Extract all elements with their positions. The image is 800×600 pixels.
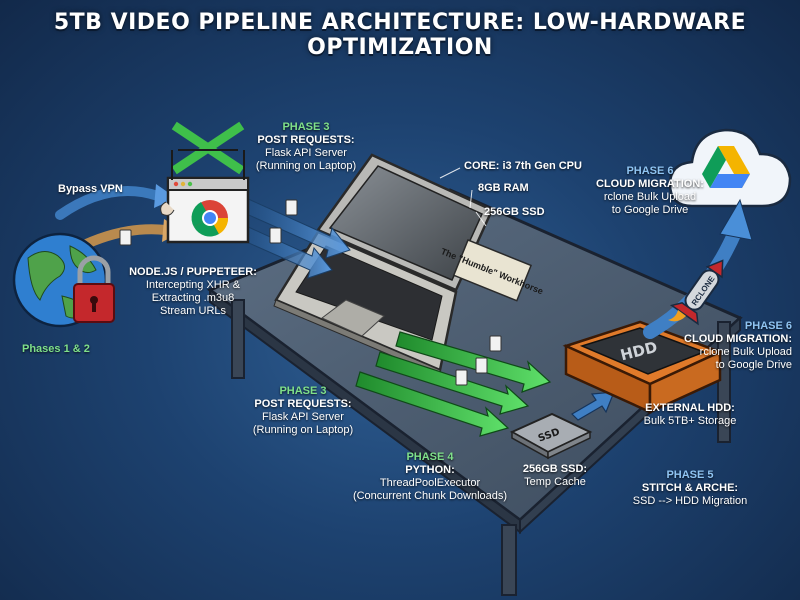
padlock-icon xyxy=(73,255,115,323)
phase4-label: PHASE 4 PYTHON: ThreadPoolExecutor (Conc… xyxy=(352,451,508,502)
page-title: 5TB VIDEO PIPELINE ARCHITECTURE: LOW-HAR… xyxy=(53,10,747,60)
bypass-vpn-label: Bypass VPN xyxy=(58,183,123,195)
phase3-bottom-label: PHASE 3 POST REQUESTS: Flask API Server … xyxy=(252,385,354,436)
google-drive-icon xyxy=(702,146,750,188)
pointer-lines xyxy=(439,167,487,227)
node-puppeteer-label: NODE.JS / PUPPETEER: Intercepting XHR & … xyxy=(129,266,257,317)
browser-window xyxy=(160,176,250,244)
external-hdd-label: EXTERNAL HDD: Bulk 5TB+ Storage xyxy=(643,402,737,427)
chrome-icon xyxy=(191,200,229,237)
download-arrows xyxy=(355,331,552,437)
document-icon xyxy=(119,199,502,386)
phase6-right-label: PHASE 6 CLOUD MIGRATION: rclone Bulk Upl… xyxy=(684,320,792,371)
phase5-label: PHASE 5 STITCH & ARCHE: SSD --> HDD Migr… xyxy=(632,469,748,507)
rocket-icon: RCLONE xyxy=(669,259,724,326)
ssd-spec-label: 256GB SSD xyxy=(484,206,545,218)
ram-label: 8GB RAM xyxy=(478,182,529,194)
rocket-flame xyxy=(668,310,686,322)
post-request-arrows xyxy=(55,184,351,279)
bypass-vpn-arrow xyxy=(55,186,163,220)
external-hdd: HDD xyxy=(562,320,724,414)
ssd-drive: SSD xyxy=(509,412,593,460)
crossed-x-icon xyxy=(171,121,245,180)
phases-1-2-label: Phases 1 & 2 xyxy=(22,343,90,355)
ssd-cache-label: 256GB SSD: Temp Cache xyxy=(522,463,588,488)
phase3-top-label: PHASE 3 POST REQUESTS: Flask API Server … xyxy=(255,121,357,172)
phase6-top-label: PHASE 6 CLOUD MIGRATION: rclone Bulk Upl… xyxy=(596,165,704,216)
cloud-icon xyxy=(668,128,792,208)
ssd-to-hdd-arrow xyxy=(571,391,615,421)
cpu-label: CORE: i3 7th Gen CPU xyxy=(464,160,582,172)
